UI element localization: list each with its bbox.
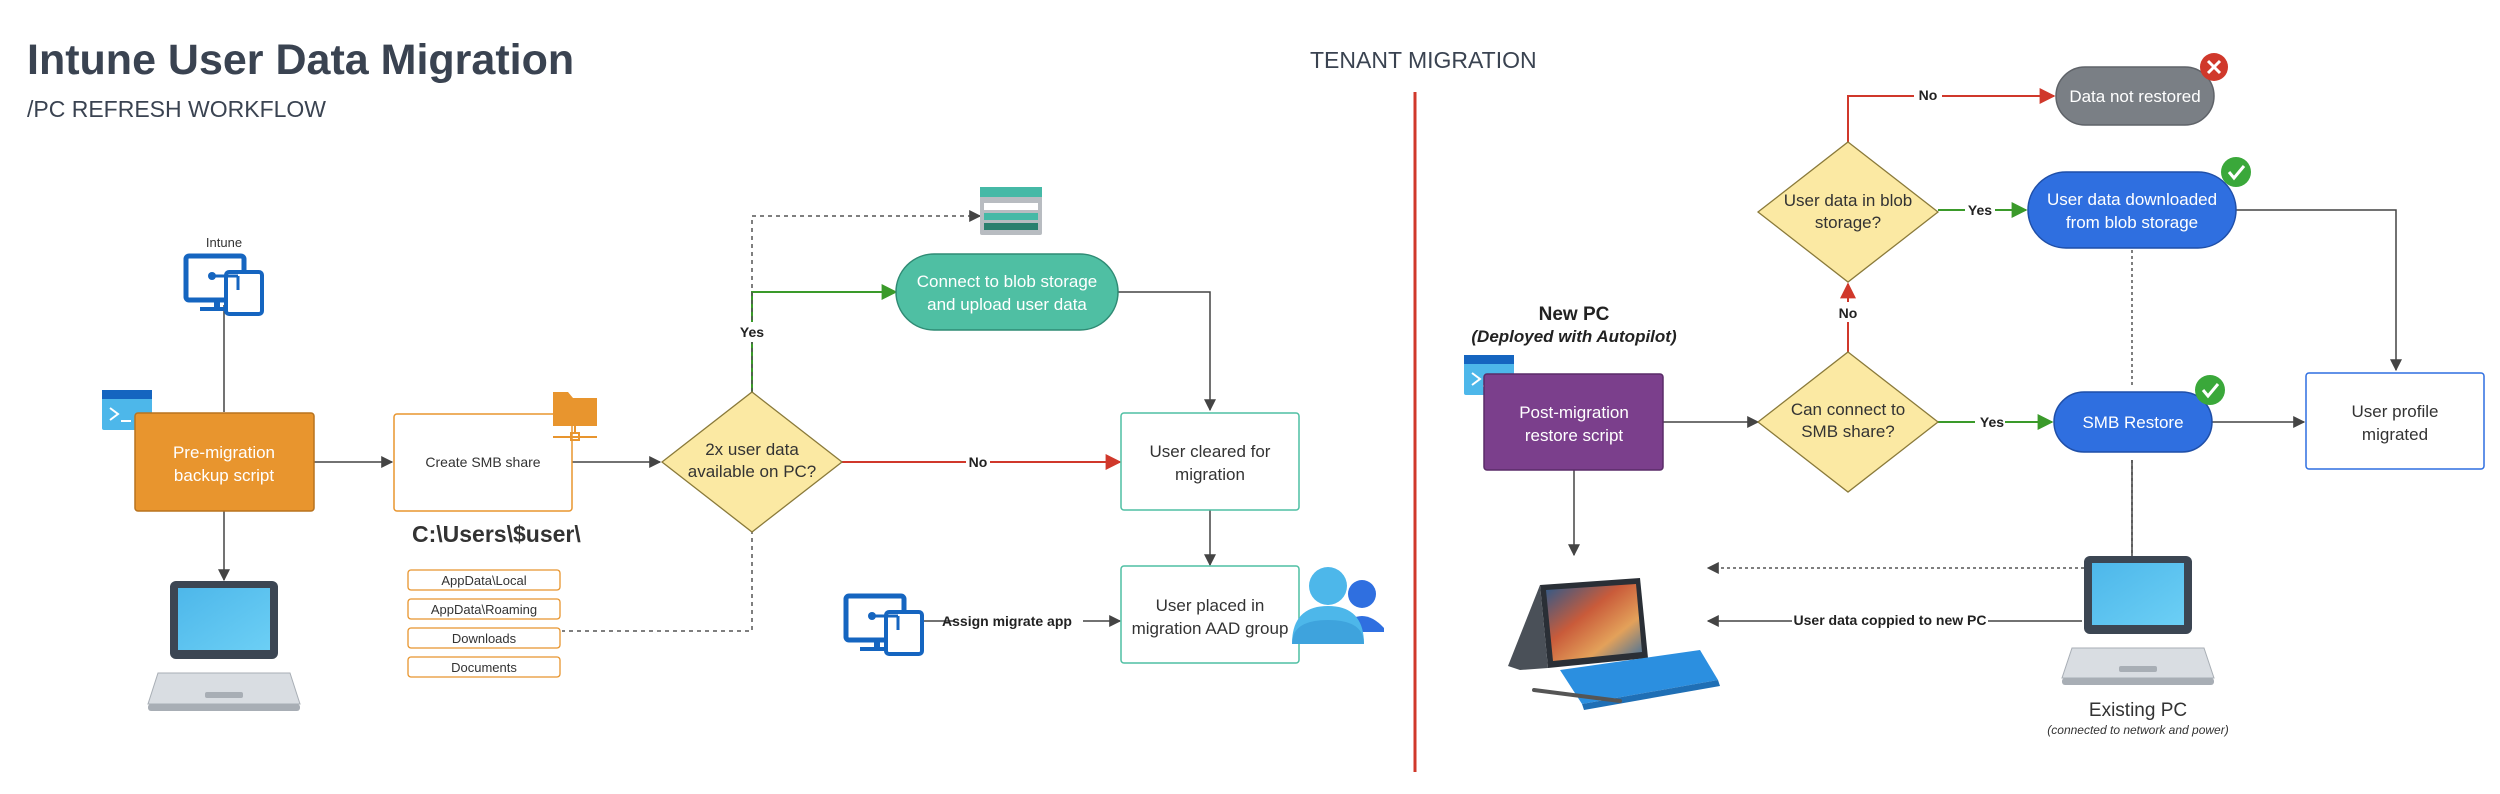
create-smb-share-node[interactable]: Create SMB share [393, 413, 573, 512]
user-placed-node[interactable]: User placed in migration AAD group [1120, 565, 1300, 664]
edge-restore-dotted-to-tablet [1706, 460, 2133, 574]
user-placed-line-1: User placed in [1156, 596, 1265, 615]
page-title: Intune User Data Migration [27, 36, 574, 84]
intune-monitor-icon: Intune [183, 235, 264, 316]
data-not-restored-label: Data not restored [2069, 87, 2200, 106]
right-no-label-lower: No [1839, 305, 1858, 321]
network-folder-icon [553, 392, 597, 441]
can-connect-smb-decision[interactable]: Can connect to SMB share? [1756, 351, 1940, 493]
can-connect-line-1: Can connect to [1791, 400, 1905, 419]
edge-decision-to-downloads [562, 530, 753, 632]
folder-documents-label: Documents [451, 660, 517, 675]
new-pc-tablet-icon [1508, 578, 1720, 710]
folder-documents [407, 656, 561, 678]
smb-restore-node[interactable]: SMB Restore [2053, 391, 2213, 453]
right-yes-label-lower: Yes [1980, 414, 2004, 430]
user-placed-line-2: migration AAD group [1132, 619, 1289, 638]
create-smb-share-label: Create SMB share [425, 454, 540, 470]
edge-blob-to-cleared [1118, 291, 1216, 412]
data-not-restored-node[interactable]: Data not restored [2055, 66, 2215, 126]
edge-downloaded-to-profile [2236, 209, 2402, 372]
yes-label: Yes [740, 324, 764, 340]
folder-downloads-label: Downloads [452, 631, 517, 646]
user-data-in-blob-decision[interactable]: User data in blob storage? [1756, 141, 1940, 283]
edge-decision-yes [751, 284, 898, 392]
user-profile-migrated-node[interactable]: User profile migrated [2305, 372, 2485, 470]
connect-blob-line-2: and upload user data [927, 295, 1087, 314]
smb-restore-label: SMB Restore [2082, 413, 2183, 432]
folder-list: AppData\Local AppData\Roaming Downloads … [407, 569, 561, 678]
downloaded-line-1: User data downloaded [2047, 190, 2217, 209]
connect-blob-line-1: Connect to blob storage [917, 272, 1098, 291]
folder-appdata-local-label: AppData\Local [441, 573, 526, 588]
profile-line-2: migrated [2362, 425, 2428, 444]
folder-appdata-local [407, 569, 561, 591]
new-pc-subtitle: (Deployed with Autopilot) [1471, 327, 1677, 346]
new-pc-title: New PC [1539, 304, 1610, 325]
connect-blob-storage-node[interactable]: Connect to blob storage and upload user … [895, 253, 1119, 331]
pre-migration-backup-script-node[interactable]: Pre-migration backup script [134, 412, 315, 512]
user-cleared-line-2: migration [1175, 465, 1245, 484]
blob-storage-icon [980, 187, 1042, 235]
decision-line-2: available on PC? [688, 462, 817, 481]
post-migration-line-2: restore script [1525, 426, 1624, 445]
page-subtitle: /PC REFRESH WORKFLOW [27, 96, 326, 122]
folder-appdata-roaming [407, 598, 561, 620]
pre-migration-line-1: Pre-migration [173, 443, 275, 462]
check-icon-smb-restore [2195, 375, 2225, 405]
user-data-downloaded-node[interactable]: User data downloaded from blob storage [2027, 171, 2237, 249]
intune-label: Intune [206, 235, 242, 250]
folder-appdata-roaming-label: AppData\Roaming [431, 602, 537, 617]
existing-pc-laptop-icon [2061, 556, 2215, 685]
downloaded-line-2: from blob storage [2066, 213, 2198, 232]
blob-decision-line-1: User data in blob [1784, 191, 1913, 210]
user-path-label: C:\Users\$user\ [412, 521, 581, 547]
error-x-icon [2200, 53, 2228, 81]
no-label: No [969, 454, 988, 470]
existing-pc-note: (connected to network and power) [2047, 723, 2228, 737]
users-group-icon [1292, 567, 1384, 644]
data-copied-label: User data coppied to new PC [1794, 612, 1987, 628]
decision-line-1: 2x user data [705, 440, 799, 459]
right-no-label-upper: No [1919, 87, 1938, 103]
existing-pc-label: Existing PC [2089, 700, 2187, 721]
assign-migrate-app-label: Assign migrate app [942, 613, 1072, 629]
folder-downloads [407, 627, 561, 649]
check-icon-downloaded [2221, 157, 2251, 187]
blob-decision-line-2: storage? [1815, 213, 1881, 232]
post-migration-restore-script-node[interactable]: Post-migration restore script [1483, 373, 1664, 471]
user-cleared-line-1: User cleared for [1150, 442, 1271, 461]
pre-migration-line-2: backup script [174, 466, 274, 485]
section-title-tenant-migration: TENANT MIGRATION [1310, 47, 1537, 73]
assign-app-monitor-icon [843, 593, 924, 656]
right-edges [1568, 88, 2402, 627]
old-laptop-icon [147, 581, 301, 711]
user-data-available-decision[interactable]: 2x user data available on PC? [660, 391, 844, 533]
right-yes-label-upper: Yes [1968, 202, 1992, 218]
can-connect-line-2: SMB share? [1801, 422, 1895, 441]
edge-blob-no [1847, 88, 2056, 143]
post-migration-line-1: Post-migration [1519, 403, 1629, 422]
user-cleared-node[interactable]: User cleared for migration [1120, 412, 1300, 511]
profile-line-1: User profile [2352, 402, 2439, 421]
